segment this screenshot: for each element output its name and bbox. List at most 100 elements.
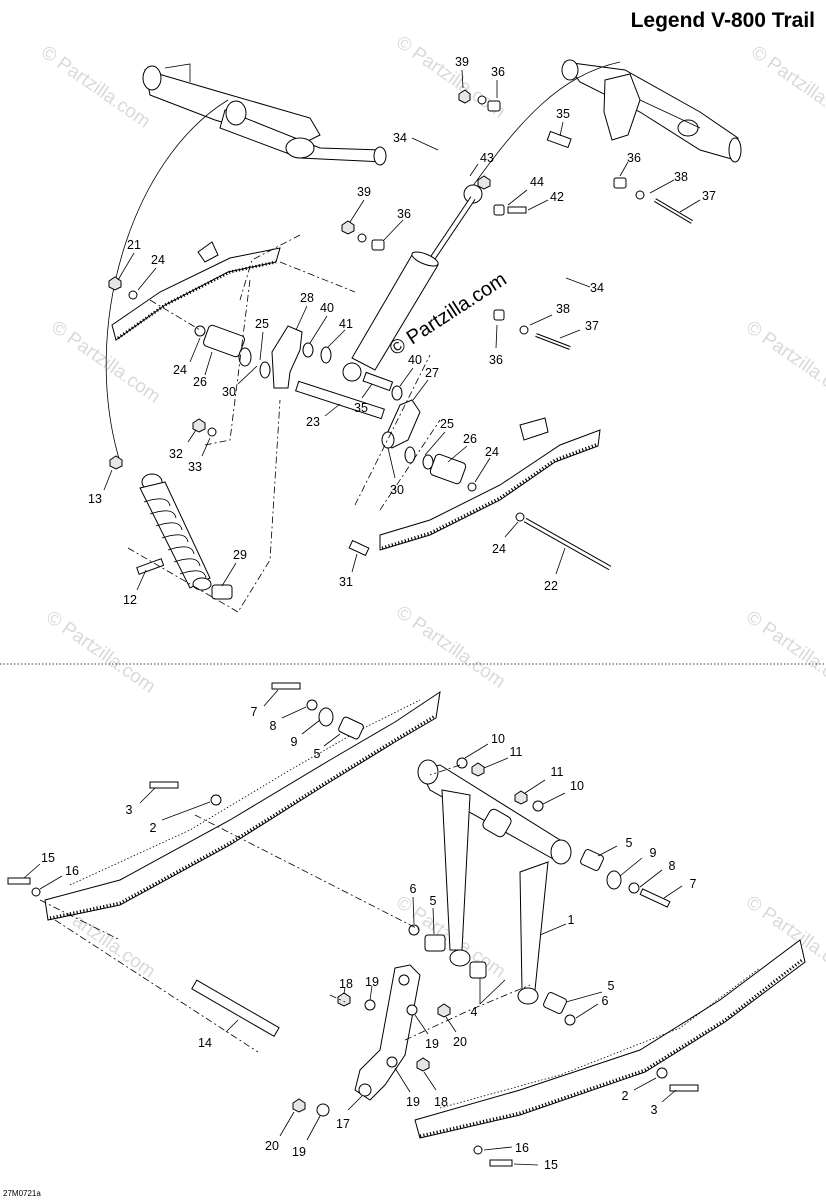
washer-16 bbox=[473, 1145, 483, 1155]
callout-24: 24 bbox=[485, 445, 499, 459]
left-slide-rail bbox=[44, 690, 441, 921]
callout-21: 21 bbox=[127, 238, 141, 252]
hardware-top bbox=[108, 89, 694, 571]
callout-6: 6 bbox=[410, 882, 417, 896]
bolt-15 bbox=[489, 1159, 513, 1167]
callout-42: 42 bbox=[550, 190, 564, 204]
washer-8 bbox=[306, 699, 318, 711]
watermark: © Partzilla.com bbox=[747, 42, 826, 133]
upper-left-frame-assembly bbox=[142, 63, 387, 166]
callout-41: 41 bbox=[339, 317, 353, 331]
washer-2 bbox=[656, 1067, 668, 1079]
washer-24 bbox=[467, 482, 477, 492]
callout-24: 24 bbox=[151, 253, 165, 267]
callout-33: 33 bbox=[188, 460, 202, 474]
callout-19: 19 bbox=[425, 1037, 439, 1051]
washer-6 bbox=[408, 924, 420, 936]
callout-18: 18 bbox=[434, 1095, 448, 1109]
bushing-30 bbox=[259, 361, 271, 379]
callout-23: 23 bbox=[306, 415, 320, 429]
callout-1: 1 bbox=[568, 913, 575, 927]
bushing-9 bbox=[606, 870, 622, 890]
watermark: © Partzilla.com bbox=[742, 607, 826, 698]
spacer-29 bbox=[211, 584, 233, 600]
bushing-26 bbox=[203, 324, 245, 358]
callout-13: 13 bbox=[88, 492, 102, 506]
washer-24 bbox=[515, 512, 525, 522]
nut-21 bbox=[108, 276, 122, 291]
watermark: © Partzilla.com bbox=[742, 317, 826, 408]
callout-19: 19 bbox=[292, 1145, 306, 1159]
callout-30: 30 bbox=[390, 483, 404, 497]
callout-14: 14 bbox=[198, 1036, 212, 1050]
washer-6 bbox=[564, 1014, 576, 1026]
callout-35: 35 bbox=[556, 107, 570, 121]
washer-10 bbox=[456, 757, 468, 769]
bolt-15 bbox=[7, 877, 31, 885]
assembly-arrow bbox=[105, 99, 229, 463]
bolt-7 bbox=[271, 682, 301, 690]
callout-11: 11 bbox=[551, 765, 564, 779]
callout-5: 5 bbox=[314, 747, 321, 761]
nut-13 bbox=[109, 455, 123, 470]
washer bbox=[477, 95, 487, 105]
nut-11 bbox=[471, 762, 485, 777]
bushing-5 bbox=[424, 934, 446, 952]
washer-10 bbox=[532, 800, 544, 812]
callout-3: 3 bbox=[651, 1103, 658, 1117]
callout-40: 40 bbox=[408, 353, 422, 367]
watermark: © Partzilla.com bbox=[392, 602, 509, 693]
washer-25 bbox=[238, 347, 252, 367]
callout-6: 6 bbox=[602, 994, 609, 1008]
watermark: © Partzilla.com bbox=[47, 317, 164, 408]
callout-32: 32 bbox=[169, 447, 183, 461]
nut-43 bbox=[477, 175, 491, 190]
rear-suspension-upper-group: © Partzilla.com bbox=[105, 59, 742, 613]
link-plate-17 bbox=[354, 964, 421, 1101]
callout-16: 16 bbox=[515, 1141, 529, 1155]
washer-16 bbox=[31, 887, 41, 897]
callout-43: 43 bbox=[480, 151, 494, 165]
bolt-42 bbox=[507, 206, 527, 214]
callout-18: 18 bbox=[339, 977, 353, 991]
callout-30: 30 bbox=[222, 385, 236, 399]
bolt-7 bbox=[639, 888, 671, 908]
left-rail-upper bbox=[111, 241, 281, 341]
callout-39: 39 bbox=[357, 185, 371, 199]
washer-19 bbox=[316, 1103, 330, 1117]
callout-37: 37 bbox=[585, 319, 599, 333]
washer-19 bbox=[386, 1056, 398, 1068]
shaft-23 bbox=[295, 380, 385, 420]
hardware-bottom bbox=[7, 682, 699, 1167]
callout-8: 8 bbox=[270, 719, 277, 733]
callout-17: 17 bbox=[336, 1117, 350, 1131]
callout-10: 10 bbox=[491, 732, 505, 746]
nut-11 bbox=[514, 790, 528, 805]
callout-19: 19 bbox=[406, 1095, 420, 1109]
bolt-31 bbox=[348, 539, 370, 557]
callout-10: 10 bbox=[570, 779, 584, 793]
callout-31: 31 bbox=[339, 575, 353, 589]
callout-24: 24 bbox=[173, 363, 187, 377]
bushing-5 bbox=[580, 849, 604, 871]
bushing-5 bbox=[543, 992, 567, 1014]
callout-22: 22 bbox=[544, 579, 558, 593]
callout-34: 34 bbox=[393, 131, 407, 145]
bushing-4 bbox=[469, 961, 487, 979]
callout-36: 36 bbox=[627, 151, 641, 165]
spacer-35 bbox=[546, 130, 572, 149]
callout-25: 25 bbox=[255, 317, 269, 331]
washer-38 bbox=[635, 190, 645, 200]
callout-25: 25 bbox=[440, 417, 454, 431]
bushing-36 bbox=[493, 309, 505, 321]
callout-2: 2 bbox=[150, 821, 157, 835]
nut-18 bbox=[416, 1057, 430, 1072]
callout-35: 35 bbox=[354, 401, 368, 415]
watermark: © Partzilla.com bbox=[37, 42, 154, 133]
spacer-35 bbox=[362, 371, 394, 392]
nut-20 bbox=[292, 1098, 306, 1113]
callout-36: 36 bbox=[489, 353, 503, 367]
washer-2 bbox=[210, 794, 222, 806]
nut-32 bbox=[192, 418, 206, 433]
